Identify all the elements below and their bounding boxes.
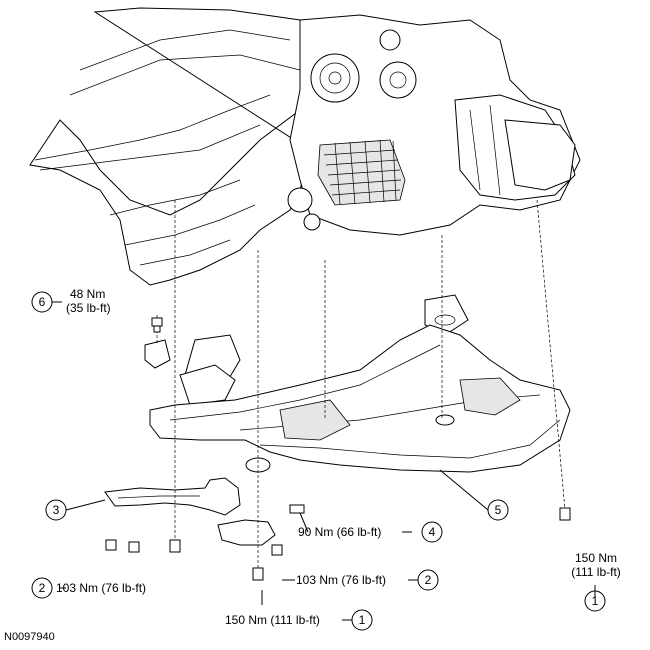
callout-number: 3: [53, 503, 60, 517]
torque-spec: 90 Nm (66 lb-ft): [298, 525, 381, 539]
callout-3: 3: [45, 499, 67, 521]
callout-2-left: 2 103 Nm (76 lb-ft): [31, 577, 146, 599]
figure-id: N0097940: [4, 631, 55, 643]
callout-number: 2: [39, 581, 46, 595]
callout-circle: [31, 577, 53, 599]
callout-1-right: 150 Nm (111 lb-ft) 1: [571, 551, 621, 612]
bolt-icons: [105, 317, 571, 581]
callout-circle: [417, 569, 439, 591]
callout-5: 5: [487, 499, 509, 521]
leader-lines: [52, 301, 596, 621]
torque-spec: 103 Nm (76 lb-ft): [296, 573, 386, 587]
callout-circle: [421, 521, 443, 543]
torque-lbft: (35 lb-ft): [66, 301, 111, 315]
torque-spec: 150 Nm (111 lb-ft): [225, 613, 320, 627]
callout-number: 5: [495, 503, 502, 517]
callout-number: 6: [39, 295, 46, 309]
torque-nm: 48 Nm: [70, 287, 105, 301]
callout-number: 2: [425, 573, 432, 587]
callout-number: 4: [429, 525, 436, 539]
torque-spec: 103 Nm (76 lb-ft): [56, 581, 146, 595]
callout-circle: [584, 590, 606, 612]
callout-number: 1: [359, 613, 366, 627]
callout-circle: [31, 291, 53, 313]
callout-circle: [45, 499, 67, 521]
callout-2-right: 103 Nm (76 lb-ft) 2: [296, 569, 439, 591]
torque-lbft: (111 lb-ft): [571, 565, 621, 579]
engine-and-body-illustration: [29, 7, 581, 546]
callout-6: 6 48 Nm (35 lb-ft): [31, 287, 111, 315]
callout-circle: [351, 609, 373, 631]
callout-number: 1: [592, 594, 599, 608]
torque-nm: 150 Nm: [575, 551, 617, 565]
callout-1-bottom: 150 Nm (111 lb-ft) 1: [225, 609, 373, 631]
callout-circle: [487, 499, 509, 521]
callout-4: 90 Nm (66 lb-ft) 4: [298, 521, 443, 543]
